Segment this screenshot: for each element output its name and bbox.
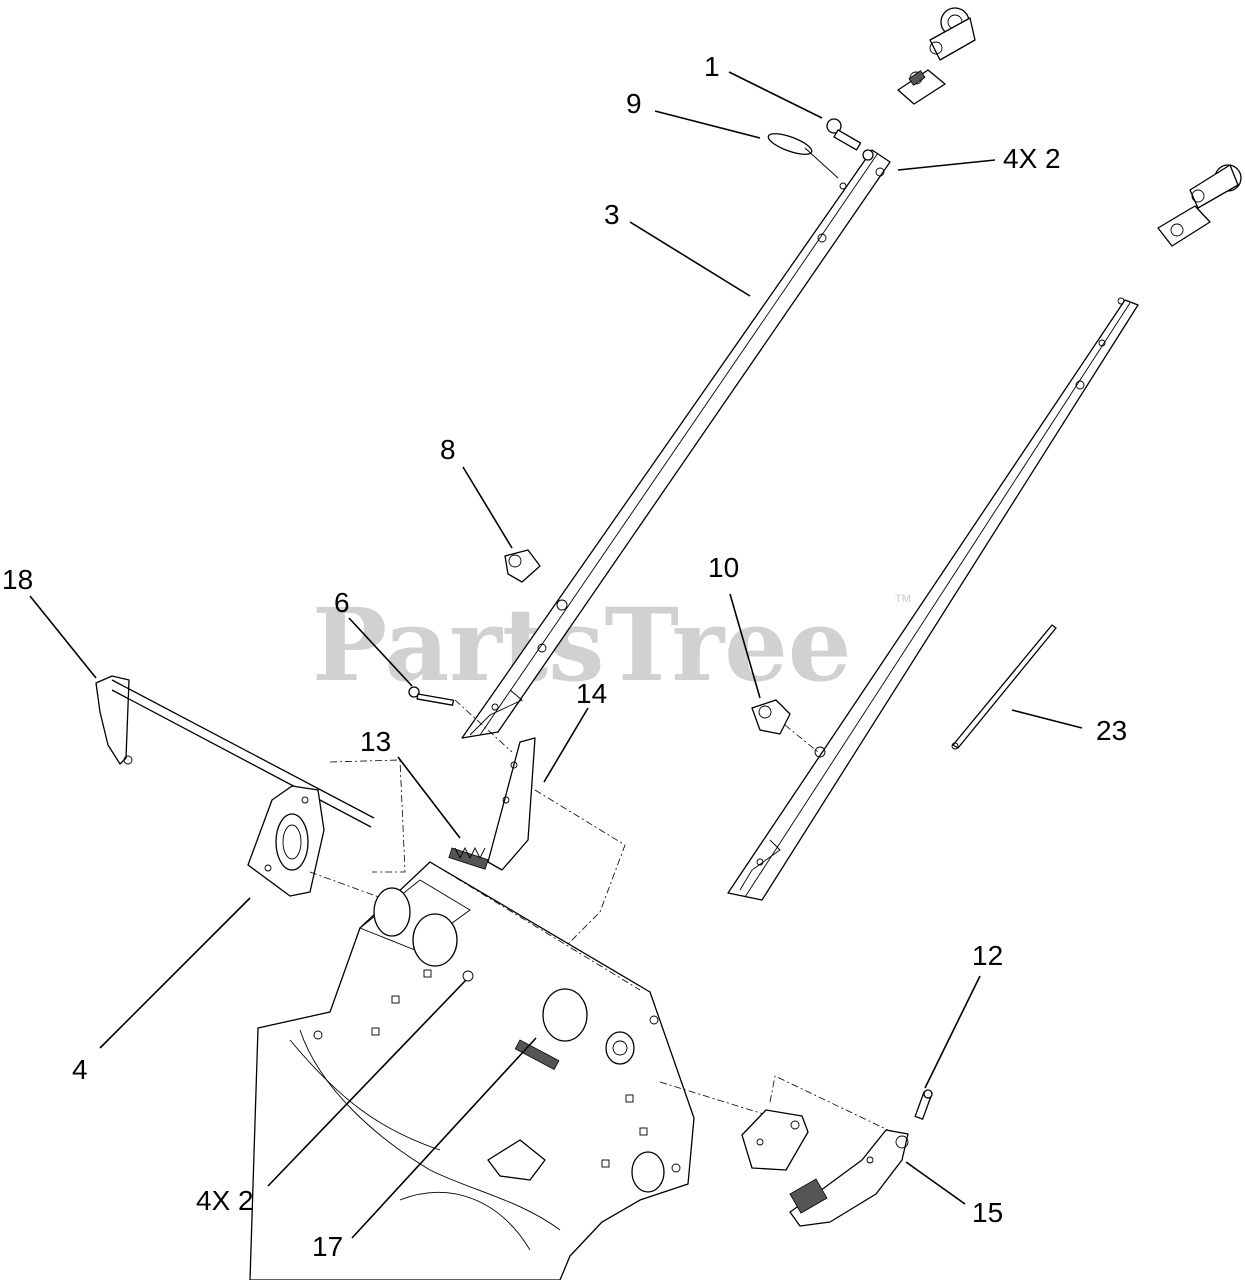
callout-3: 3 bbox=[604, 199, 620, 230]
callout-6: 6 bbox=[334, 587, 350, 618]
part-6-bolt bbox=[408, 686, 513, 753]
part-10-knob bbox=[751, 699, 819, 753]
part-14-latch bbox=[487, 737, 626, 945]
callout-4x2-bottom: 4X 2 bbox=[196, 1185, 254, 1216]
watermark-trademark: TM bbox=[895, 593, 911, 605]
callout-17: 17 bbox=[312, 1231, 343, 1262]
part-handle-grip-right bbox=[1157, 164, 1242, 247]
callout-4x2-top: 4X 2 bbox=[1003, 143, 1061, 174]
part-9-clip bbox=[767, 133, 839, 179]
part-4-bracket bbox=[247, 785, 421, 913]
part-3-handle-tube bbox=[461, 7, 976, 739]
callout-labels: 1 9 4X 2 3 8 18 6 10 14 13 23 4 12 4X 2 … bbox=[2, 51, 1127, 1262]
part-13-spring bbox=[448, 846, 489, 870]
callout-18: 18 bbox=[2, 564, 33, 595]
callout-13: 13 bbox=[360, 726, 391, 757]
part-right-handle-tube bbox=[727, 164, 1242, 901]
part-1-pin bbox=[826, 118, 874, 161]
part-18-rod bbox=[95, 675, 406, 873]
part-8-knob bbox=[504, 549, 541, 583]
callout-15: 15 bbox=[972, 1197, 1003, 1228]
callout-23: 23 bbox=[1096, 715, 1127, 746]
part-pedal-bracket bbox=[741, 1109, 809, 1171]
callout-1: 1 bbox=[704, 51, 720, 82]
part-15-pedal bbox=[789, 1129, 909, 1227]
part-12-pin bbox=[914, 1089, 933, 1120]
callout-14: 14 bbox=[576, 678, 607, 709]
callout-8: 8 bbox=[440, 434, 456, 465]
part-23-cable-tie bbox=[951, 624, 1057, 750]
callout-9: 9 bbox=[626, 88, 642, 119]
callout-10: 10 bbox=[708, 552, 739, 583]
callout-4: 4 bbox=[72, 1054, 88, 1085]
leader-lines bbox=[29, 71, 1083, 1239]
part-handle-grip-left bbox=[897, 7, 976, 105]
callout-12: 12 bbox=[972, 940, 1003, 971]
part-17-frame bbox=[249, 861, 893, 1280]
